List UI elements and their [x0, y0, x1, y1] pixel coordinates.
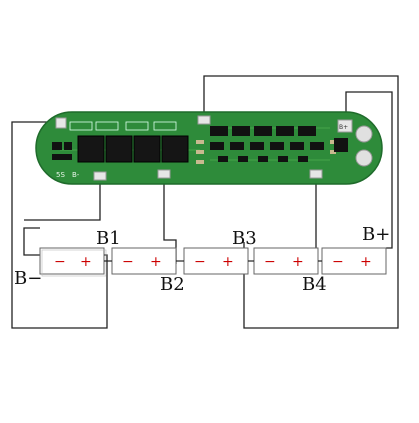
- cell-2-neg: −: [122, 254, 134, 270]
- pad-b2: [157, 169, 171, 179]
- cell-5: − +: [321, 247, 387, 275]
- label-b2: B2: [160, 274, 185, 295]
- right-ic: [334, 138, 348, 152]
- label-b-plus: B+: [362, 224, 390, 245]
- mosfet-1: [77, 135, 105, 163]
- cell-5-neg: −: [332, 254, 344, 270]
- wiring: [11, 75, 399, 329]
- cell-2: − +: [111, 247, 177, 275]
- cell-3: − +: [183, 247, 249, 275]
- pad-b-minus: [55, 117, 67, 129]
- cell-4-pos: +: [292, 254, 304, 270]
- cell-2-pos: +: [150, 254, 162, 270]
- bms-board: 5S B- B+: [35, 111, 383, 185]
- cell-3-neg: −: [194, 254, 206, 270]
- wire-b3-top-loop: [203, 75, 399, 329]
- wire-b-plus: [345, 91, 393, 249]
- label-b1: B1: [96, 228, 121, 249]
- cell-1: − +: [39, 247, 107, 277]
- cell-string: − + − + − + − + − +: [39, 247, 387, 277]
- cell-1-pos: +: [80, 254, 92, 270]
- cell-3-pos: +: [222, 254, 234, 270]
- mosfet-4: [161, 135, 189, 163]
- wire-b1: [24, 178, 101, 221]
- label-b4: B4: [302, 274, 327, 295]
- pad-b3: [197, 115, 211, 125]
- pad-b4: [309, 169, 323, 179]
- label-b-minus: B−: [14, 268, 42, 289]
- label-b3: B3: [232, 228, 257, 249]
- mosfet-2: [105, 135, 133, 163]
- cell-1-neg: −: [54, 254, 66, 270]
- pad-p-plus: [355, 125, 373, 143]
- wire-b-minus-loop: [11, 121, 108, 329]
- cell-4-neg: −: [264, 254, 276, 270]
- silkscreen-b-plus: B+: [339, 124, 348, 131]
- silkscreen-5s: 5S: [56, 171, 65, 179]
- silkscreen-b-minus: B-: [72, 171, 80, 179]
- pcb-body: [35, 111, 383, 185]
- node-labels: B− B1 B2 B3 B4 B+: [14, 224, 390, 295]
- pad-p-minus: [355, 149, 373, 167]
- pad-b1: [93, 171, 107, 181]
- cell-4: − +: [253, 247, 319, 275]
- pad-b-plus: [337, 119, 353, 133]
- cell-5-pos: +: [360, 254, 372, 270]
- mosfet-3: [133, 135, 161, 163]
